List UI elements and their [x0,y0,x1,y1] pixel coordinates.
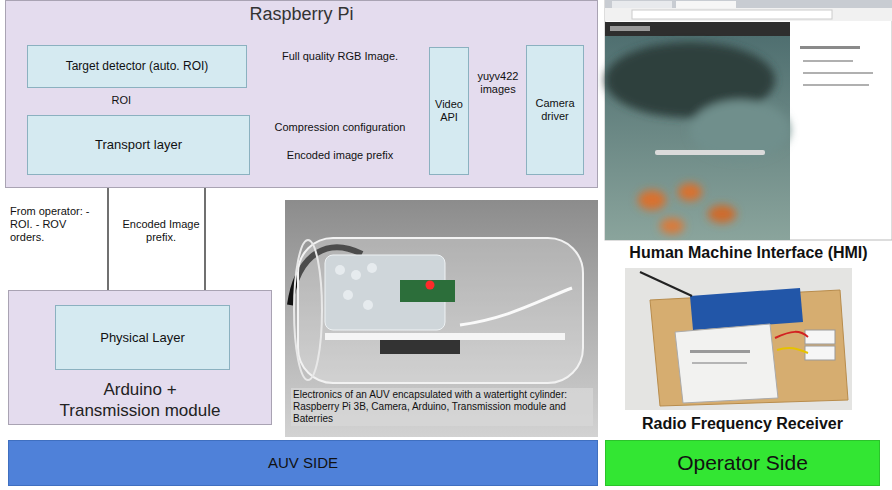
browser-tab [612,1,672,8]
bubble [335,265,345,275]
nav-item [610,26,650,31]
video-blob [660,218,684,234]
edge-label: Encoded Image prefix. [122,218,200,244]
module-marking [690,350,750,353]
connector [204,175,205,305]
mounting-plate [325,333,565,340]
target-rod [655,150,765,155]
edge-label: Compression configuration [265,121,415,134]
edge-label-box: yuyv422 images [470,70,526,96]
process-box: Video API [429,47,469,175]
edge-label-box: Encoded Image prefix. [122,218,200,244]
node-text: Arduino + Transmission module [54,380,226,421]
bubble [351,270,361,280]
edge-label: From operator: - ROI. - ROV orders. [10,205,102,245]
video-content [605,42,790,234]
side-band: AUV SIDE [8,440,598,486]
panel-line [803,60,853,62]
battery [380,340,460,354]
node-text: Physical Layer [100,330,185,346]
bubble [367,263,377,273]
watertight-cylinder [298,238,583,383]
figure-title-box: Radio Frequency Receiver [605,414,880,433]
edge-label-box: From operator: - ROI. - ROV orders. [10,205,102,245]
node-text: Transport layer [95,137,182,153]
node-text: Target detector (auto. ROI) [66,59,209,73]
receiver-photo [625,268,852,410]
browser-tab [676,1,736,8]
cable [460,288,572,325]
module-marking [692,362,747,364]
bubble [343,290,353,300]
terminal-block [805,330,835,344]
node-text: Operator Side [677,450,808,475]
led [426,281,435,290]
hmi-screenshot [605,0,892,240]
url-field [632,10,832,19]
bubble [363,300,373,310]
edge-label-box: ROI [98,94,131,107]
edge-label-box: Full quality RGB Image. [275,50,405,63]
wire [777,348,808,353]
panel-line [800,46,860,49]
edge-label: Encoded image prefix [265,149,415,162]
photo-caption: Electronics of an AUV encapsulated with … [291,388,593,426]
photo-caption-box: Electronics of an AUV encapsulated with … [291,388,593,426]
photo-ground [625,268,852,410]
video-frame [605,36,790,240]
node-text: AUV SIDE [268,454,338,472]
node-text: Video API [432,98,466,124]
video-blob [638,190,666,210]
panel-line [803,84,869,86]
radio-module [675,324,778,403]
edge-label-box: Encoded image prefix [265,149,415,162]
auv-photo [285,200,598,437]
edge-label: Full quality RGB Image. [275,50,405,63]
process-box: Transport layer [27,115,250,175]
tab-strip [605,0,892,8]
panel-line [803,72,873,74]
node-text: Raspberry Pi [249,4,353,26]
edge-label-box: Compression configuration [265,121,415,134]
browser-window [605,0,892,240]
process-box: Camera driver [526,45,584,175]
figure-title: Radio Frequency Receiver [605,414,880,433]
video-blob [708,205,736,223]
edge-label: yuyv422 images [470,70,526,96]
terminal-block [805,346,835,360]
address-bar [605,8,892,21]
connector [107,175,108,305]
process-box: Target detector (auto. ROI) [27,45,247,88]
figure-title: Human Machine Interface (HMI) [605,243,892,262]
process-box: Physical Layer [55,305,230,370]
side-band: Operator Side [605,440,880,486]
arduino-board [690,288,803,330]
cylinder-end [294,240,322,380]
nav-bar [605,22,790,36]
circuit-board [400,280,455,302]
wire [775,332,808,338]
photo-ground [285,200,598,437]
edge-label: ROI [98,94,131,107]
video-blob [678,183,702,201]
node-text: Camera driver [529,97,581,123]
region-box: Arduino + Transmission module Physical La… [8,290,272,425]
antenna [640,272,692,296]
figure-title-box: Human Machine Interface (HMI) [605,243,892,262]
